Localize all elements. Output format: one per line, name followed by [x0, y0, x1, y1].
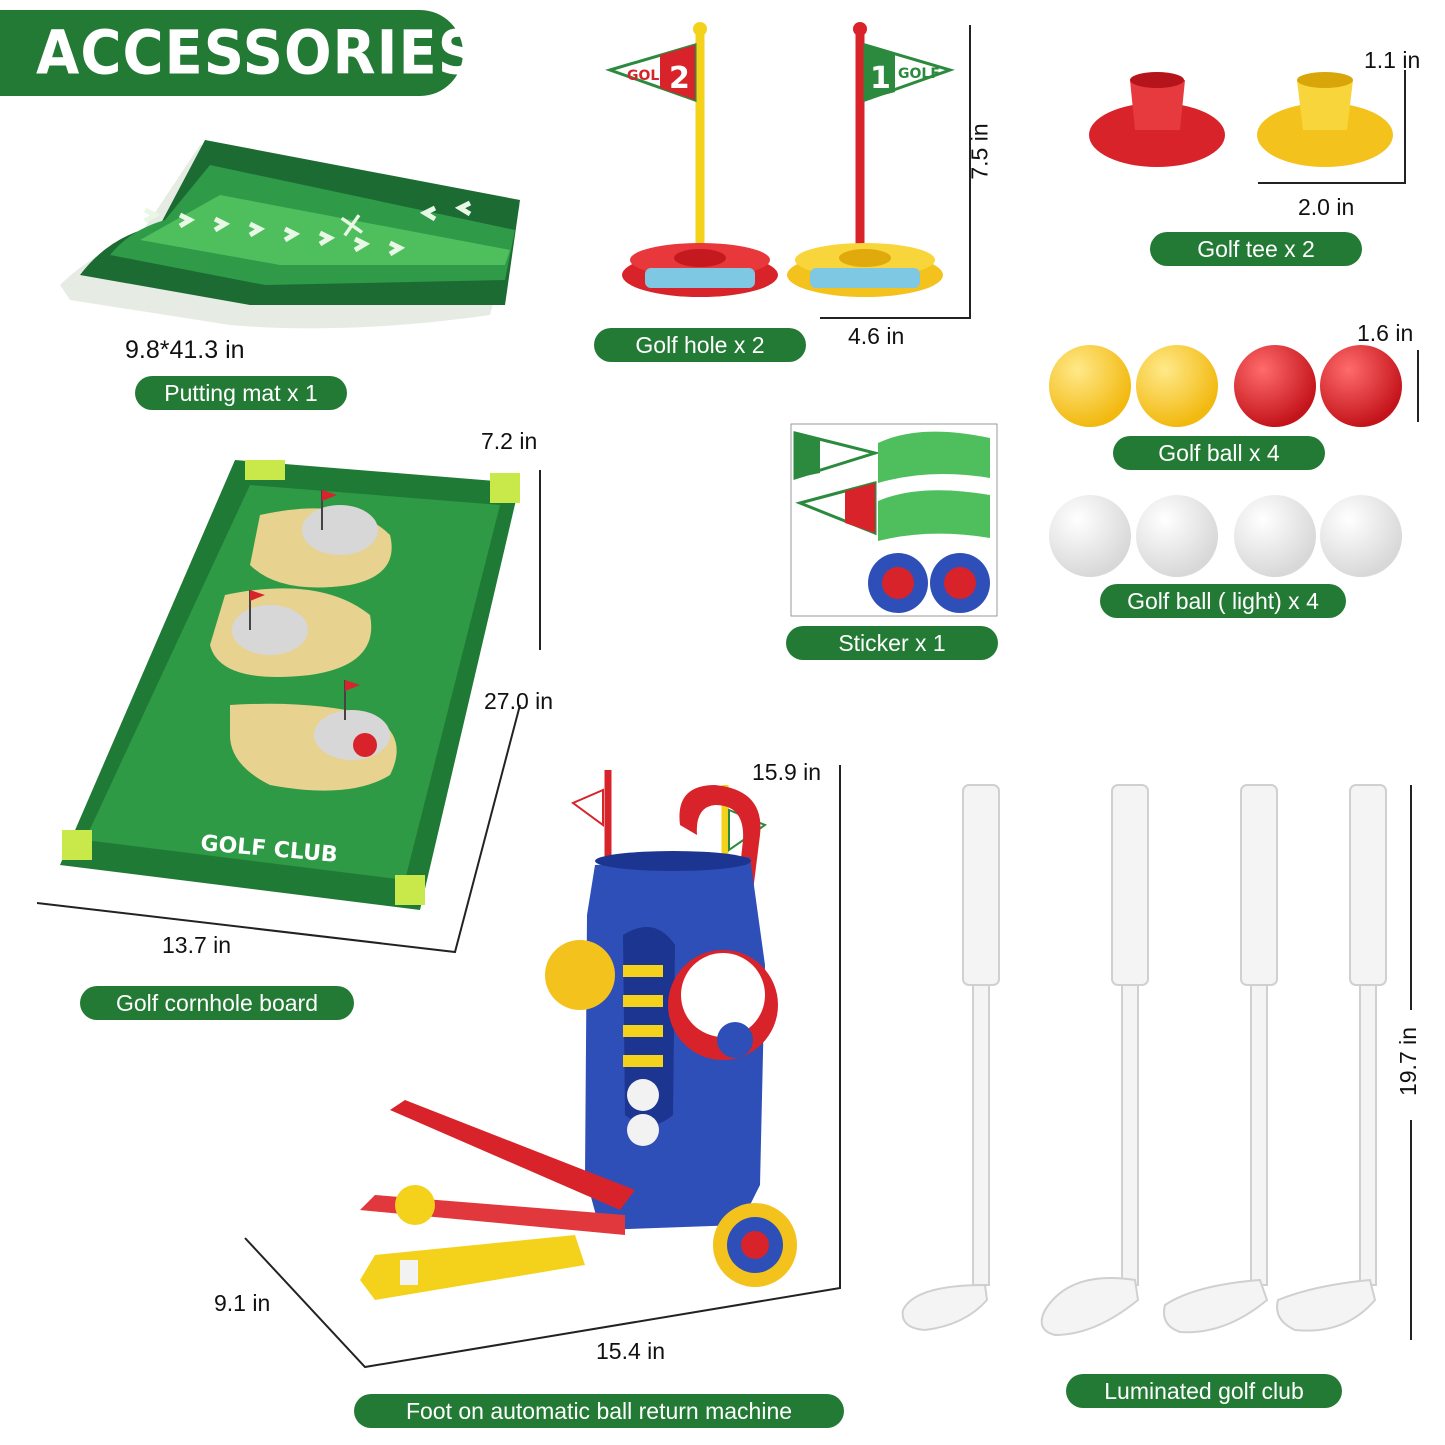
ball-return-machine-depth: 9.1 in	[214, 1290, 271, 1316]
cornhole-board-length: 27.0 in	[484, 688, 554, 714]
golf-tee-width: 2.0 in	[1298, 194, 1355, 220]
ball-return-machine-dimension-lines	[244, 765, 841, 1369]
golf-hole-dimension-lines	[820, 25, 971, 319]
golf-tee-dimension-lines	[1258, 70, 1406, 184]
cornhole-board-label: Golf cornhole board	[80, 986, 354, 1020]
golf-ball-dimension-line	[1417, 350, 1419, 422]
cornhole-board-image: GOLF CLUB	[60, 460, 520, 910]
golf-hole-flag-number-1: 1	[870, 61, 891, 96]
cornhole-board-width: 13.7 in	[162, 932, 232, 958]
golf-ball-light-image	[1049, 495, 1402, 577]
ball-return-machine-label: Foot on automatic ball return machine	[354, 1394, 844, 1428]
golf-ball-size: 1.6 in	[1357, 320, 1414, 346]
golf-ball-light-label: Golf ball ( light) x 4	[1100, 584, 1346, 618]
golf-club-dimension-line	[1410, 785, 1412, 1340]
golf-hole-label: Golf hole x 2	[594, 328, 806, 362]
golf-tee-height: 1.1 in	[1364, 47, 1421, 73]
golf-club-image	[901, 784, 1387, 1337]
sticker-image	[790, 423, 998, 617]
golf-hole-flag-number-2: 2	[669, 61, 690, 96]
putting-mat-image: ✕	[60, 140, 520, 329]
cornhole-board-width-top: 7.2 in	[481, 428, 538, 454]
golf-hole-height: 7.5 in	[966, 123, 993, 180]
cornhole-board-dimension-lines	[36, 470, 541, 954]
golf-hole-width: 4.6 in	[848, 323, 905, 349]
ball-return-machine-image	[360, 770, 797, 1300]
golf-hole-flag-text-2: GOLF	[627, 68, 669, 84]
golf-ball-label: Golf ball x 4	[1113, 436, 1325, 470]
golf-club-length: 19.7 in	[1395, 1026, 1422, 1097]
golf-ball-image	[1049, 345, 1402, 427]
title-banner: ACCESSORIES	[0, 10, 478, 96]
sticker-label: Sticker x 1	[786, 626, 998, 660]
putting-mat-label: Putting mat x 1	[135, 376, 347, 410]
golf-hole-image: GOLF 2 1 GOLF	[605, 22, 955, 297]
golf-tee-label: Golf tee x 2	[1150, 232, 1362, 266]
golf-club-label: Luminated golf club	[1066, 1374, 1342, 1408]
ball-return-machine-height: 15.9 in	[752, 759, 822, 785]
golf-tee-image	[1089, 72, 1393, 167]
svg-text:✕: ✕	[335, 205, 370, 249]
golf-hole-flag-text-1: GOLF	[898, 66, 940, 82]
putting-mat-dimension: 9.8*41.3 in	[125, 336, 245, 364]
page-title: ACCESSORIES	[36, 17, 480, 89]
ball-return-machine-width: 15.4 in	[596, 1338, 666, 1364]
